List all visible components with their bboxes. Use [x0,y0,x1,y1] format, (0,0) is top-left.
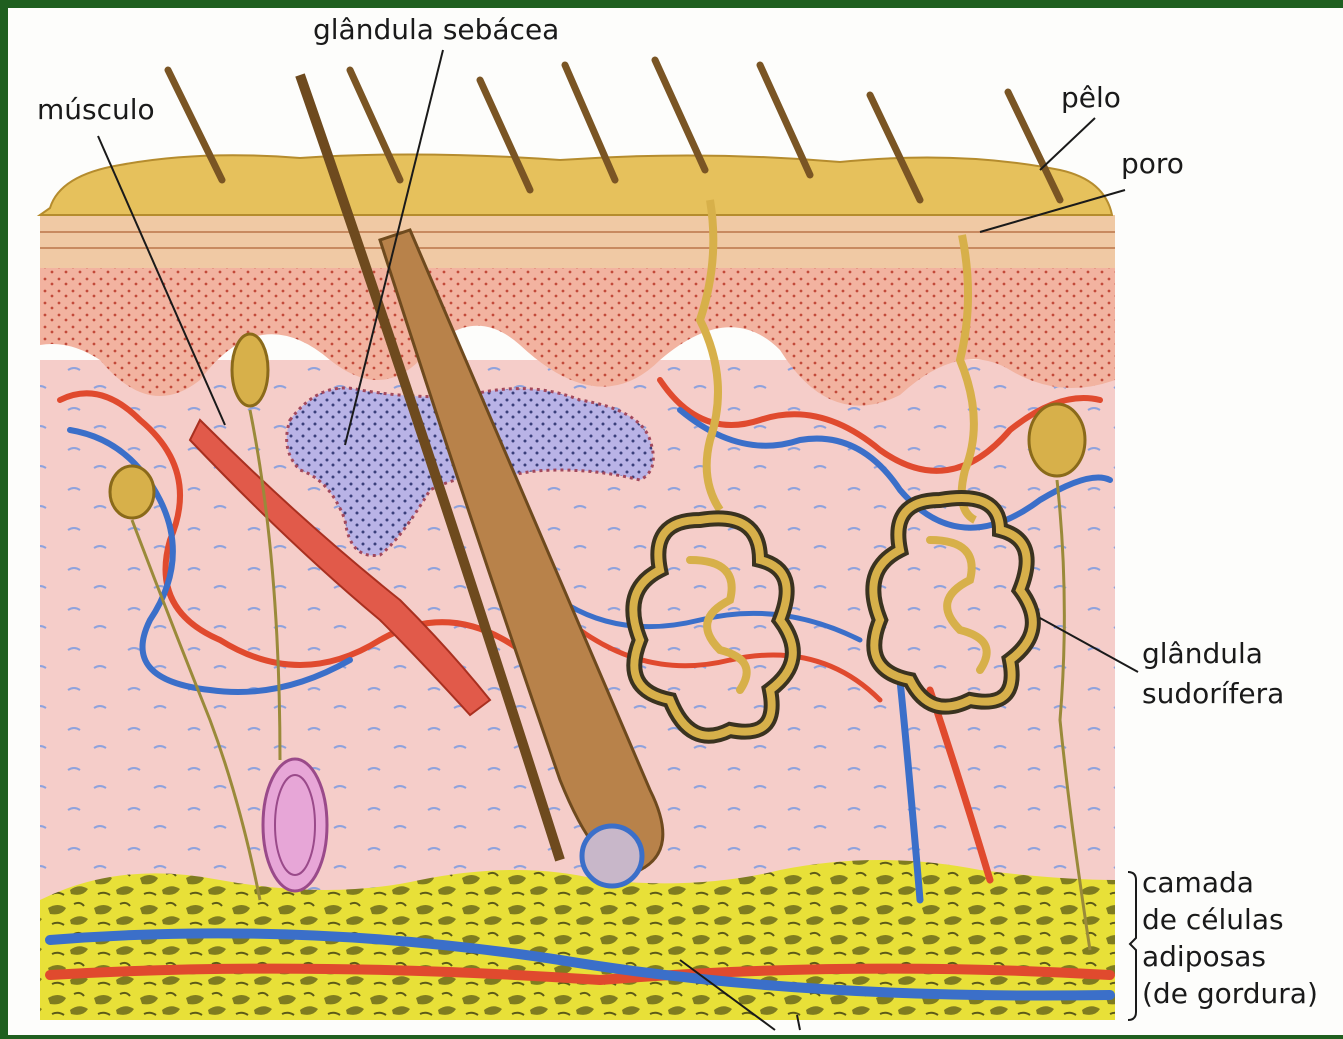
label-sweat-gland: glândula sudorífera [1142,634,1284,714]
label-pore: poro [1121,146,1184,182]
label-fat-layer: camada de células adiposas (de gordura) [1142,864,1318,1012]
label-fat-layer-line-1: camada [1142,864,1318,901]
meissner-corpuscle-1 [232,334,268,406]
label-sweat-gland-line-2: sudorífera [1142,674,1284,714]
label-sebaceous-gland: glândula sebácea [313,12,559,48]
label-fat-layer-line-3: adiposas [1142,938,1318,975]
epidermis-surface [40,154,1112,215]
meissner-corpuscle-2 [110,466,154,518]
label-fat-layer-line-4: (de gordura) [1142,975,1318,1012]
meissner-corpuscle-3 [1029,404,1085,476]
label-muscle: músculo [37,92,155,128]
label-fat-layer-line-2: de células [1142,901,1318,938]
pacinian-corpuscle [263,759,327,891]
epidermis-layer [40,215,1115,268]
label-sweat-gland-line-1: glândula [1142,634,1284,674]
hair-papilla [582,826,642,886]
label-hair: pêlo [1061,80,1121,116]
